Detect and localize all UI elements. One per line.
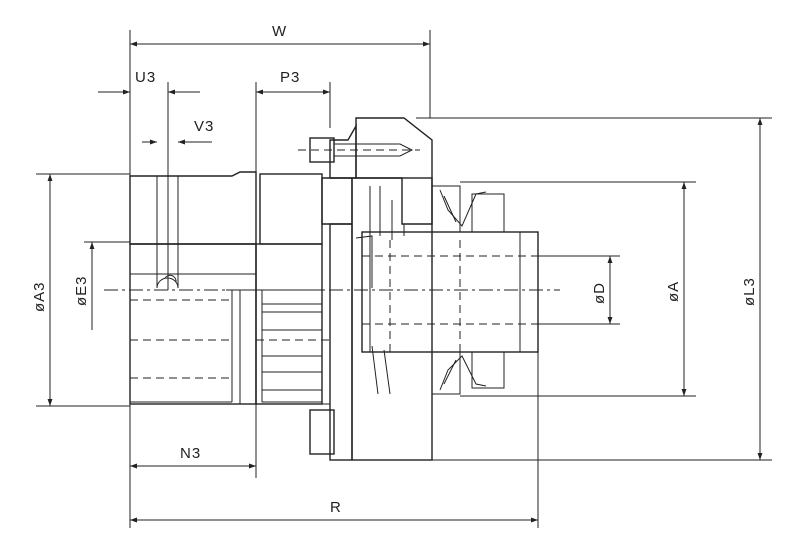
label-e3: øE3 xyxy=(73,275,90,306)
dimensions xyxy=(36,30,772,528)
flange-upper-fill xyxy=(321,177,353,225)
middle-nut xyxy=(255,243,330,405)
dark-cap xyxy=(355,117,433,225)
label-v3: V3 xyxy=(194,118,214,135)
label-p3: P3 xyxy=(280,69,300,86)
knurled-ring xyxy=(259,173,323,245)
label-a3: øA3 xyxy=(31,281,48,312)
spring-clips xyxy=(431,185,505,395)
label-d: øD xyxy=(591,282,608,304)
hub-upper-fill xyxy=(129,171,257,245)
flange xyxy=(298,117,433,461)
label-n3: N3 xyxy=(180,445,201,462)
label-w: W xyxy=(272,23,287,40)
label-l3: øL3 xyxy=(741,277,758,306)
hub-body xyxy=(129,243,257,405)
label-r: R xyxy=(330,499,342,516)
shaft xyxy=(361,231,539,353)
label-u3: U3 xyxy=(135,69,156,86)
label-a: øA xyxy=(665,281,682,302)
left-hub xyxy=(129,171,257,405)
